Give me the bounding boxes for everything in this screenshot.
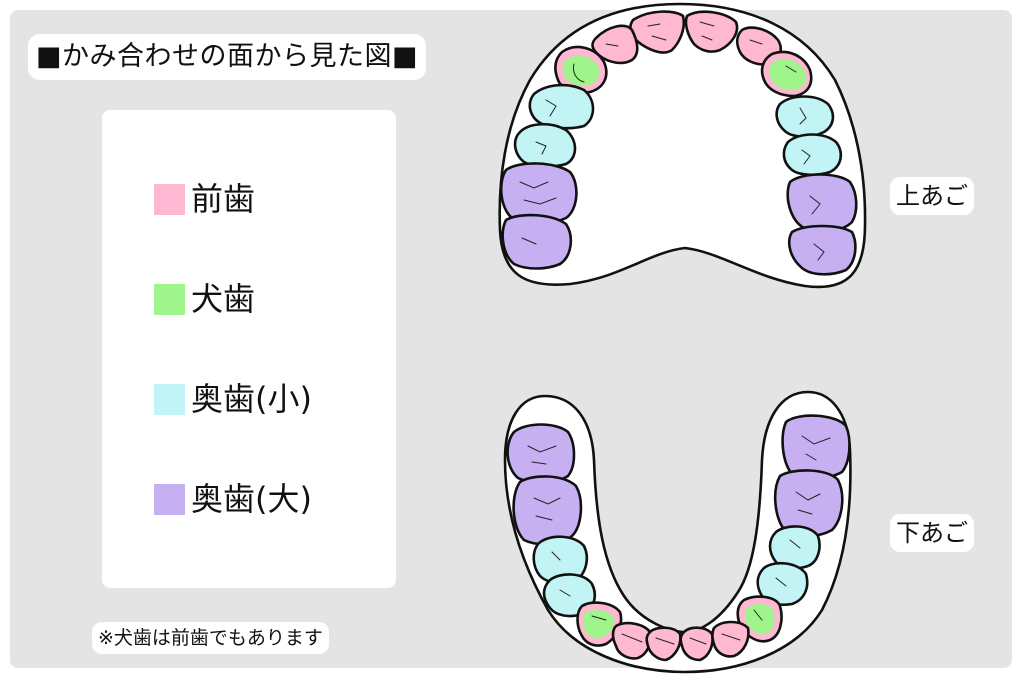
- upper-premolar: [528, 83, 595, 130]
- lower-premolar: [768, 525, 821, 570]
- molar-color-swatch: [154, 483, 185, 515]
- legend-item-incisor: 前歯: [154, 177, 255, 221]
- lower-incisor: [711, 620, 750, 658]
- legend-label: 奥歯(大): [191, 480, 312, 518]
- lower-molar: [773, 469, 844, 538]
- diagram-title: ■かみ合わせの面から見た図■: [28, 34, 427, 80]
- lower-canine-core: [582, 610, 615, 639]
- upper-molar: [499, 162, 578, 225]
- upper-canine-core: [769, 58, 807, 90]
- lower-molar: [512, 475, 583, 546]
- lower-premolar: [756, 561, 809, 607]
- incisor-color-swatch: [154, 183, 185, 215]
- legend-box: 前歯 犬歯 奥歯(小) 奥歯(大): [102, 110, 396, 588]
- lower-jaw: [503, 390, 852, 674]
- lower-incisor: [645, 626, 682, 662]
- premolar-color-swatch: [154, 383, 185, 415]
- lower-molar: [781, 414, 851, 480]
- upper-jaw: [498, 2, 867, 289]
- legend-item-canine: 犬歯: [154, 277, 255, 321]
- legend-item-premolar: 奥歯(小): [154, 377, 312, 421]
- lower-canine-core: [744, 604, 775, 635]
- upper-jaw-label: 上あご: [890, 177, 974, 215]
- footnote: ※犬歯は前歯でもあります: [92, 622, 329, 654]
- upper-molar: [501, 213, 573, 270]
- upper-molar: [786, 173, 858, 233]
- lower-incisor: [679, 626, 714, 662]
- legend-label: 前歯: [191, 180, 256, 218]
- lower-molar: [506, 423, 576, 484]
- lower-jaw-label: 下あご: [890, 514, 974, 552]
- canine-color-swatch: [154, 283, 185, 315]
- lower-incisor: [611, 621, 652, 660]
- legend-item-molar: 奥歯(大): [154, 477, 312, 521]
- upper-incisor: [684, 10, 739, 53]
- upper-canine-core: [562, 55, 600, 86]
- legend-label: 犬歯: [191, 280, 256, 318]
- upper-premolar: [782, 133, 843, 177]
- legend-label: 奥歯(小): [191, 380, 312, 418]
